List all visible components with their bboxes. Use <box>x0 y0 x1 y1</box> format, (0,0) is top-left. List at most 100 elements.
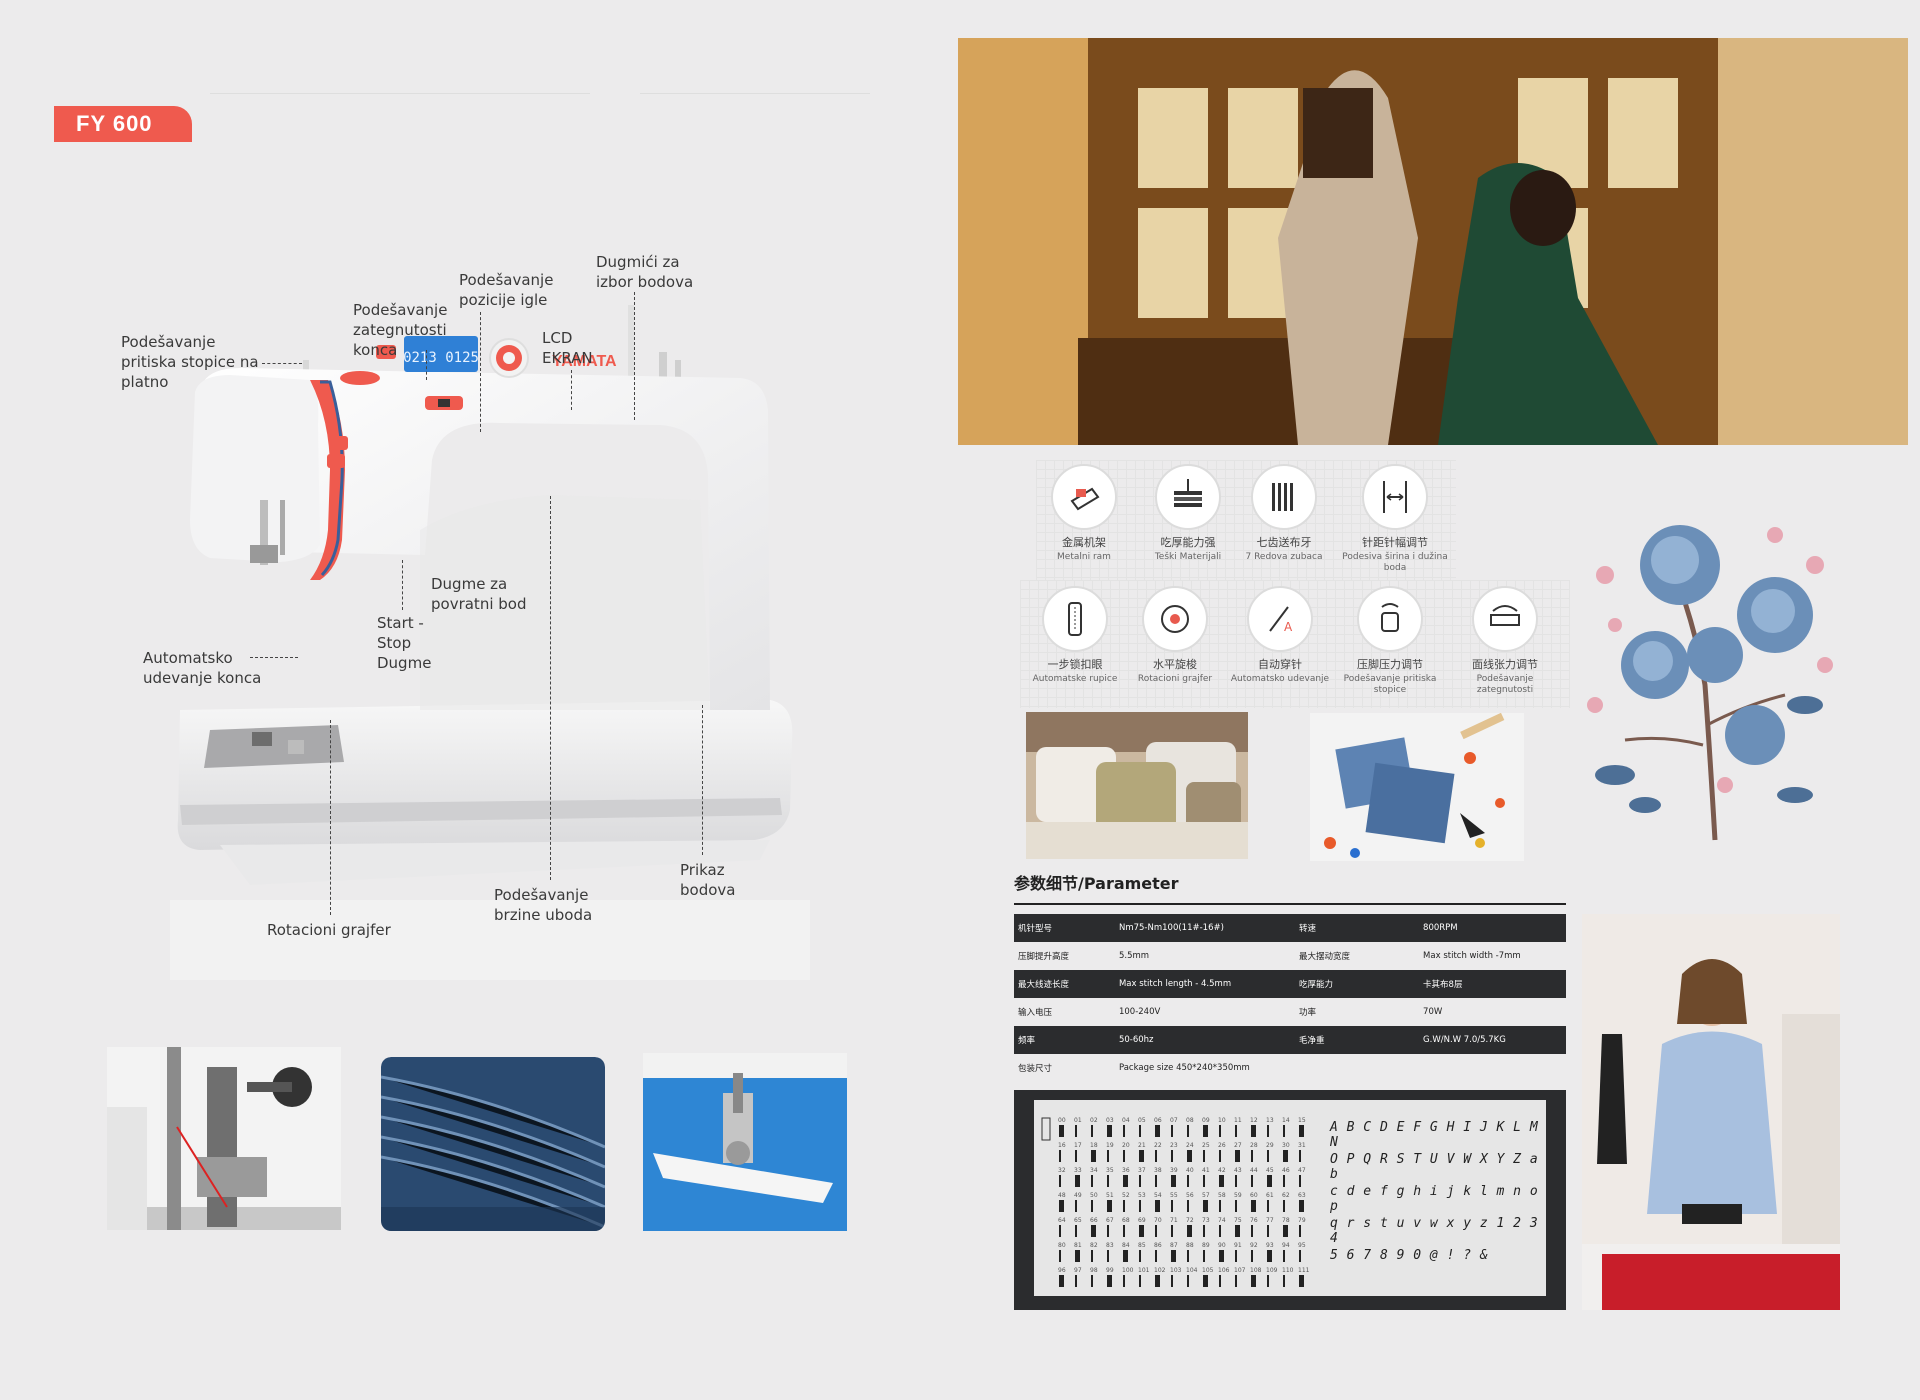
stitch-mark <box>1155 1275 1160 1287</box>
callout-auto-thread: Automatsko udevanje konca <box>143 649 262 687</box>
parameter-key: 机针型号 <box>1014 914 1115 942</box>
parameter-key: 毛净重 <box>1295 1026 1420 1054</box>
leader-rotary <box>330 720 331 915</box>
stitch-mark <box>1187 1175 1189 1187</box>
stitch-number: 33 <box>1074 1167 1082 1174</box>
feature-label-en: Podesiva širina i dužina boda <box>1342 552 1448 573</box>
stitch-number: 15 <box>1298 1117 1306 1124</box>
leader-presser <box>262 363 302 364</box>
stitch-mark <box>1107 1150 1109 1162</box>
leader-speed <box>550 496 551 880</box>
stitch-mark <box>1283 1250 1285 1262</box>
stitch-number: 97 <box>1074 1267 1082 1274</box>
parameter-value: 100-240V <box>1114 998 1295 1026</box>
feature-label-cn: 金属机架 <box>1062 536 1106 549</box>
parameter-key: 功率 <box>1295 998 1420 1026</box>
parameter-value: 800RPM <box>1419 914 1566 942</box>
stitch-number: 28 <box>1250 1142 1258 1149</box>
stitch-number: 83 <box>1106 1242 1114 1249</box>
stitch-mark <box>1155 1225 1157 1237</box>
stitch-mark <box>1251 1175 1253 1187</box>
parameter-value: 50-60hz <box>1114 1026 1295 1054</box>
stitch-mark <box>1283 1200 1285 1212</box>
stitch-number: 88 <box>1186 1242 1194 1249</box>
parameter-value: Package size 450*240*350mm <box>1114 1054 1295 1082</box>
stitch-number: 35 <box>1106 1167 1114 1174</box>
parameter-key: 吃厚能力 <box>1295 970 1420 998</box>
stitch-mark <box>1107 1125 1112 1137</box>
stitch-mark <box>1299 1125 1304 1137</box>
stitch-number: 40 <box>1186 1167 1194 1174</box>
stitch-mark <box>1235 1125 1237 1137</box>
stitch-number: 58 <box>1218 1192 1226 1199</box>
stitch-number: 98 <box>1090 1267 1098 1274</box>
stitch-mark <box>1091 1150 1096 1162</box>
stitch-mark <box>1075 1250 1080 1262</box>
top-rule-left <box>210 93 590 94</box>
callout-start-stop: Start - Stop Dugme <box>377 614 432 672</box>
stitch-mark <box>1219 1275 1221 1287</box>
stitch-mark <box>1059 1225 1061 1237</box>
rotary-hook-icon <box>1142 586 1208 652</box>
denim-stitch-photo <box>381 1057 605 1231</box>
stitch-mark <box>1235 1175 1237 1187</box>
stitch-number: 13 <box>1266 1117 1274 1124</box>
leader-tension <box>426 350 427 380</box>
leader-auto-thread <box>250 657 298 658</box>
stitch-mark <box>1059 1200 1064 1212</box>
stitch-mark <box>1299 1275 1304 1287</box>
stitch-number: 94 <box>1282 1242 1290 1249</box>
stitch-number: 18 <box>1090 1142 1098 1149</box>
stitch-mark <box>1107 1250 1109 1262</box>
stitch-mark <box>1091 1275 1093 1287</box>
stitch-mark <box>1235 1150 1240 1162</box>
stitch-number: 54 <box>1154 1192 1162 1199</box>
stitch-mark <box>1283 1225 1288 1237</box>
stitch-number: 08 <box>1186 1117 1194 1124</box>
stitch-number: 62 <box>1282 1192 1290 1199</box>
stitch-number: 43 <box>1234 1167 1242 1174</box>
stitch-number: 24 <box>1186 1142 1194 1149</box>
callout-needle-position: Podešavanje pozicije igle <box>459 271 554 309</box>
stitch-number: 65 <box>1074 1217 1082 1224</box>
stitch-mark <box>1187 1250 1189 1262</box>
stitch-mark <box>1107 1275 1112 1287</box>
stitch-mark <box>1203 1125 1208 1137</box>
feature-label-cn: 压脚压力调节 <box>1357 658 1423 671</box>
stitch-number: 06 <box>1154 1117 1162 1124</box>
stitch-mark <box>1251 1150 1253 1162</box>
stitch-number: 47 <box>1298 1167 1306 1174</box>
stitch-number: 108 <box>1250 1267 1262 1274</box>
stitch-mark <box>1171 1125 1173 1137</box>
stitch-number: 57 <box>1202 1192 1210 1199</box>
stitch-mark <box>1171 1150 1173 1162</box>
stitch-mark <box>1155 1150 1157 1162</box>
stitch-mark <box>1139 1275 1141 1287</box>
parameter-key: 最大摆动宽度 <box>1295 942 1420 970</box>
stitch-number: 84 <box>1122 1242 1130 1249</box>
stitch-number: 80 <box>1058 1242 1066 1249</box>
stitch-number: 87 <box>1170 1242 1178 1249</box>
stitch-mark <box>1107 1200 1112 1212</box>
stitch-number: 09 <box>1202 1117 1210 1124</box>
stitch-mark <box>1091 1200 1093 1212</box>
stitch-mark <box>1059 1275 1064 1287</box>
stitch-width-icon <box>1362 464 1428 530</box>
stitch-number: 69 <box>1138 1217 1146 1224</box>
stitch-mark <box>1075 1150 1077 1162</box>
stitch-mark <box>1107 1175 1109 1187</box>
stitch-mark <box>1283 1175 1285 1187</box>
stitch-number: 104 <box>1186 1267 1198 1274</box>
stitch-number: 71 <box>1170 1217 1178 1224</box>
stitch-mark <box>1059 1175 1061 1187</box>
stitch-number: 81 <box>1074 1242 1082 1249</box>
stitch-mark <box>1171 1175 1176 1187</box>
stitch-number: 01 <box>1074 1117 1082 1124</box>
stitch-mark <box>1139 1150 1144 1162</box>
